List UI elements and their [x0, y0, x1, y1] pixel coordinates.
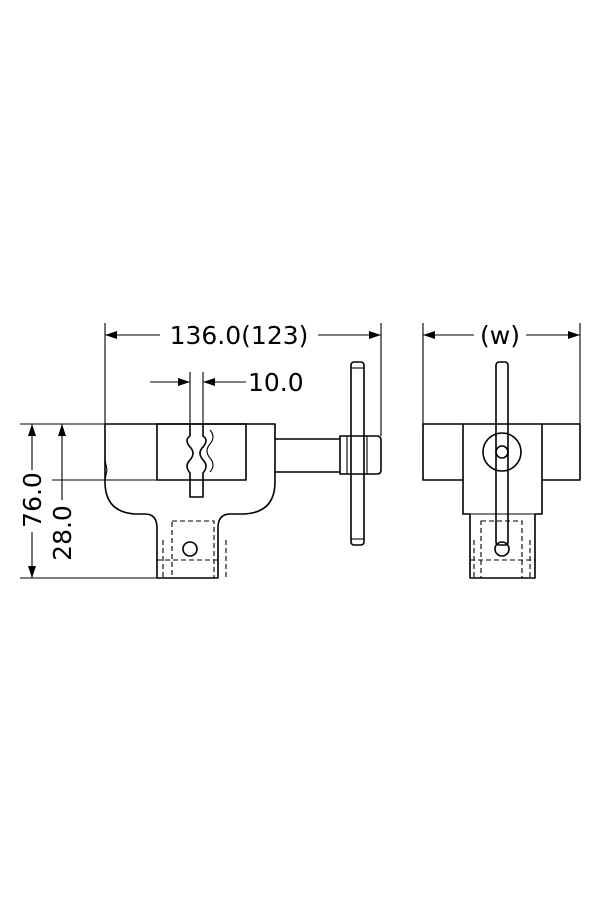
- slot-inner-wave: [206, 429, 214, 473]
- jaw-block: [156, 423, 247, 481]
- front-view: [104, 361, 382, 579]
- side-base-hole: [494, 541, 510, 557]
- t-handle: [350, 361, 365, 546]
- side-dimensions: (w): [422, 321, 581, 424]
- base-hole: [182, 541, 198, 557]
- side-screw-center: [495, 445, 509, 459]
- dim-jaw-height: 28.0: [48, 505, 77, 561]
- jaw-slot: [186, 423, 207, 498]
- dim-overall-width: 136.0(123): [170, 321, 309, 350]
- dim-side-width: (w): [480, 321, 520, 350]
- dim-overall-height: 76.0: [18, 472, 47, 528]
- dim-slot-width: 10.0: [248, 368, 304, 397]
- side-t-handle: [495, 361, 509, 546]
- vise-body-outline: [104, 423, 276, 579]
- side-view: [422, 361, 581, 579]
- screw-hub: [339, 435, 382, 475]
- side-body-outline: [422, 423, 581, 579]
- side-hidden-box: [480, 520, 523, 579]
- front-dimensions: 136.0(123) 10.0 76.0 28.0: [18, 321, 382, 579]
- body-edge-detail: [104, 459, 108, 481]
- side-screw-head: [482, 432, 522, 472]
- base-hidden-box: [171, 520, 215, 579]
